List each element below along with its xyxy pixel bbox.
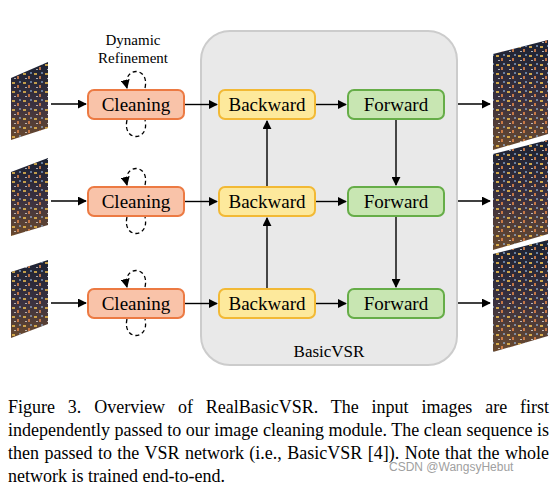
network-group: BasicVSRBackwardForwardBackwardForwardBa… (200, 30, 458, 366)
flow-arrow (316, 201, 346, 202)
forward-box: Forward (347, 288, 445, 319)
figure-caption: Figure 3. Overview of RealBasicVSR. The … (8, 396, 549, 488)
node-label: Forward (364, 190, 428, 213)
flow-arrow (185, 104, 217, 105)
flow-arrow (316, 303, 346, 304)
backward-box: Backward (218, 288, 316, 319)
loop-arc (126, 271, 145, 288)
loop-arc (126, 72, 145, 89)
flow-arrow (395, 120, 396, 185)
node-label: Backward (228, 190, 305, 213)
loop-arc (126, 120, 145, 137)
output-frame (493, 240, 548, 352)
loop-arc (126, 217, 145, 234)
cleaning-box: Cleaning (87, 89, 185, 120)
loop-arc (126, 169, 145, 186)
node-label: Cleaning (102, 93, 171, 116)
cleaning-box: Cleaning (87, 186, 185, 217)
output-frames (493, 40, 548, 352)
cleaning-box: Cleaning (87, 288, 185, 319)
output-frame-lights (493, 40, 548, 150)
node-label: Cleaning (102, 292, 171, 315)
input-frame-lights (11, 62, 48, 140)
input-frames (11, 62, 48, 338)
input-frame (11, 62, 48, 140)
input-frame (11, 158, 48, 236)
output-frame-lights (493, 140, 548, 250)
flow-arrow (266, 121, 267, 186)
node-label: Backward (228, 93, 305, 116)
flow-arrow (395, 217, 396, 287)
loop-arc (126, 319, 145, 336)
node-label: Cleaning (102, 190, 171, 213)
backward-box: Backward (218, 186, 316, 217)
output-frame-lights (493, 240, 548, 352)
flow-arrow (266, 218, 267, 288)
output-frame (493, 140, 548, 250)
input-arrow (51, 302, 86, 303)
node-label: Forward (364, 93, 428, 116)
input-arrow (51, 200, 86, 201)
node-label: Forward (364, 292, 428, 315)
output-frame (493, 40, 548, 150)
flow-arrow (185, 303, 217, 304)
flow-arrow (185, 201, 217, 202)
forward-box: Forward (347, 186, 445, 217)
node-label: Backward (228, 292, 305, 315)
input-frame-lights (11, 158, 48, 236)
forward-box: Forward (347, 89, 445, 120)
input-frame (11, 260, 48, 338)
flow-arrow (316, 104, 346, 105)
input-arrow (51, 103, 86, 104)
node-label: BasicVSR (294, 341, 365, 362)
backward-box: Backward (218, 89, 316, 120)
loop-label: Dynamic Refinement (78, 31, 188, 67)
input-frame-lights (11, 260, 48, 338)
